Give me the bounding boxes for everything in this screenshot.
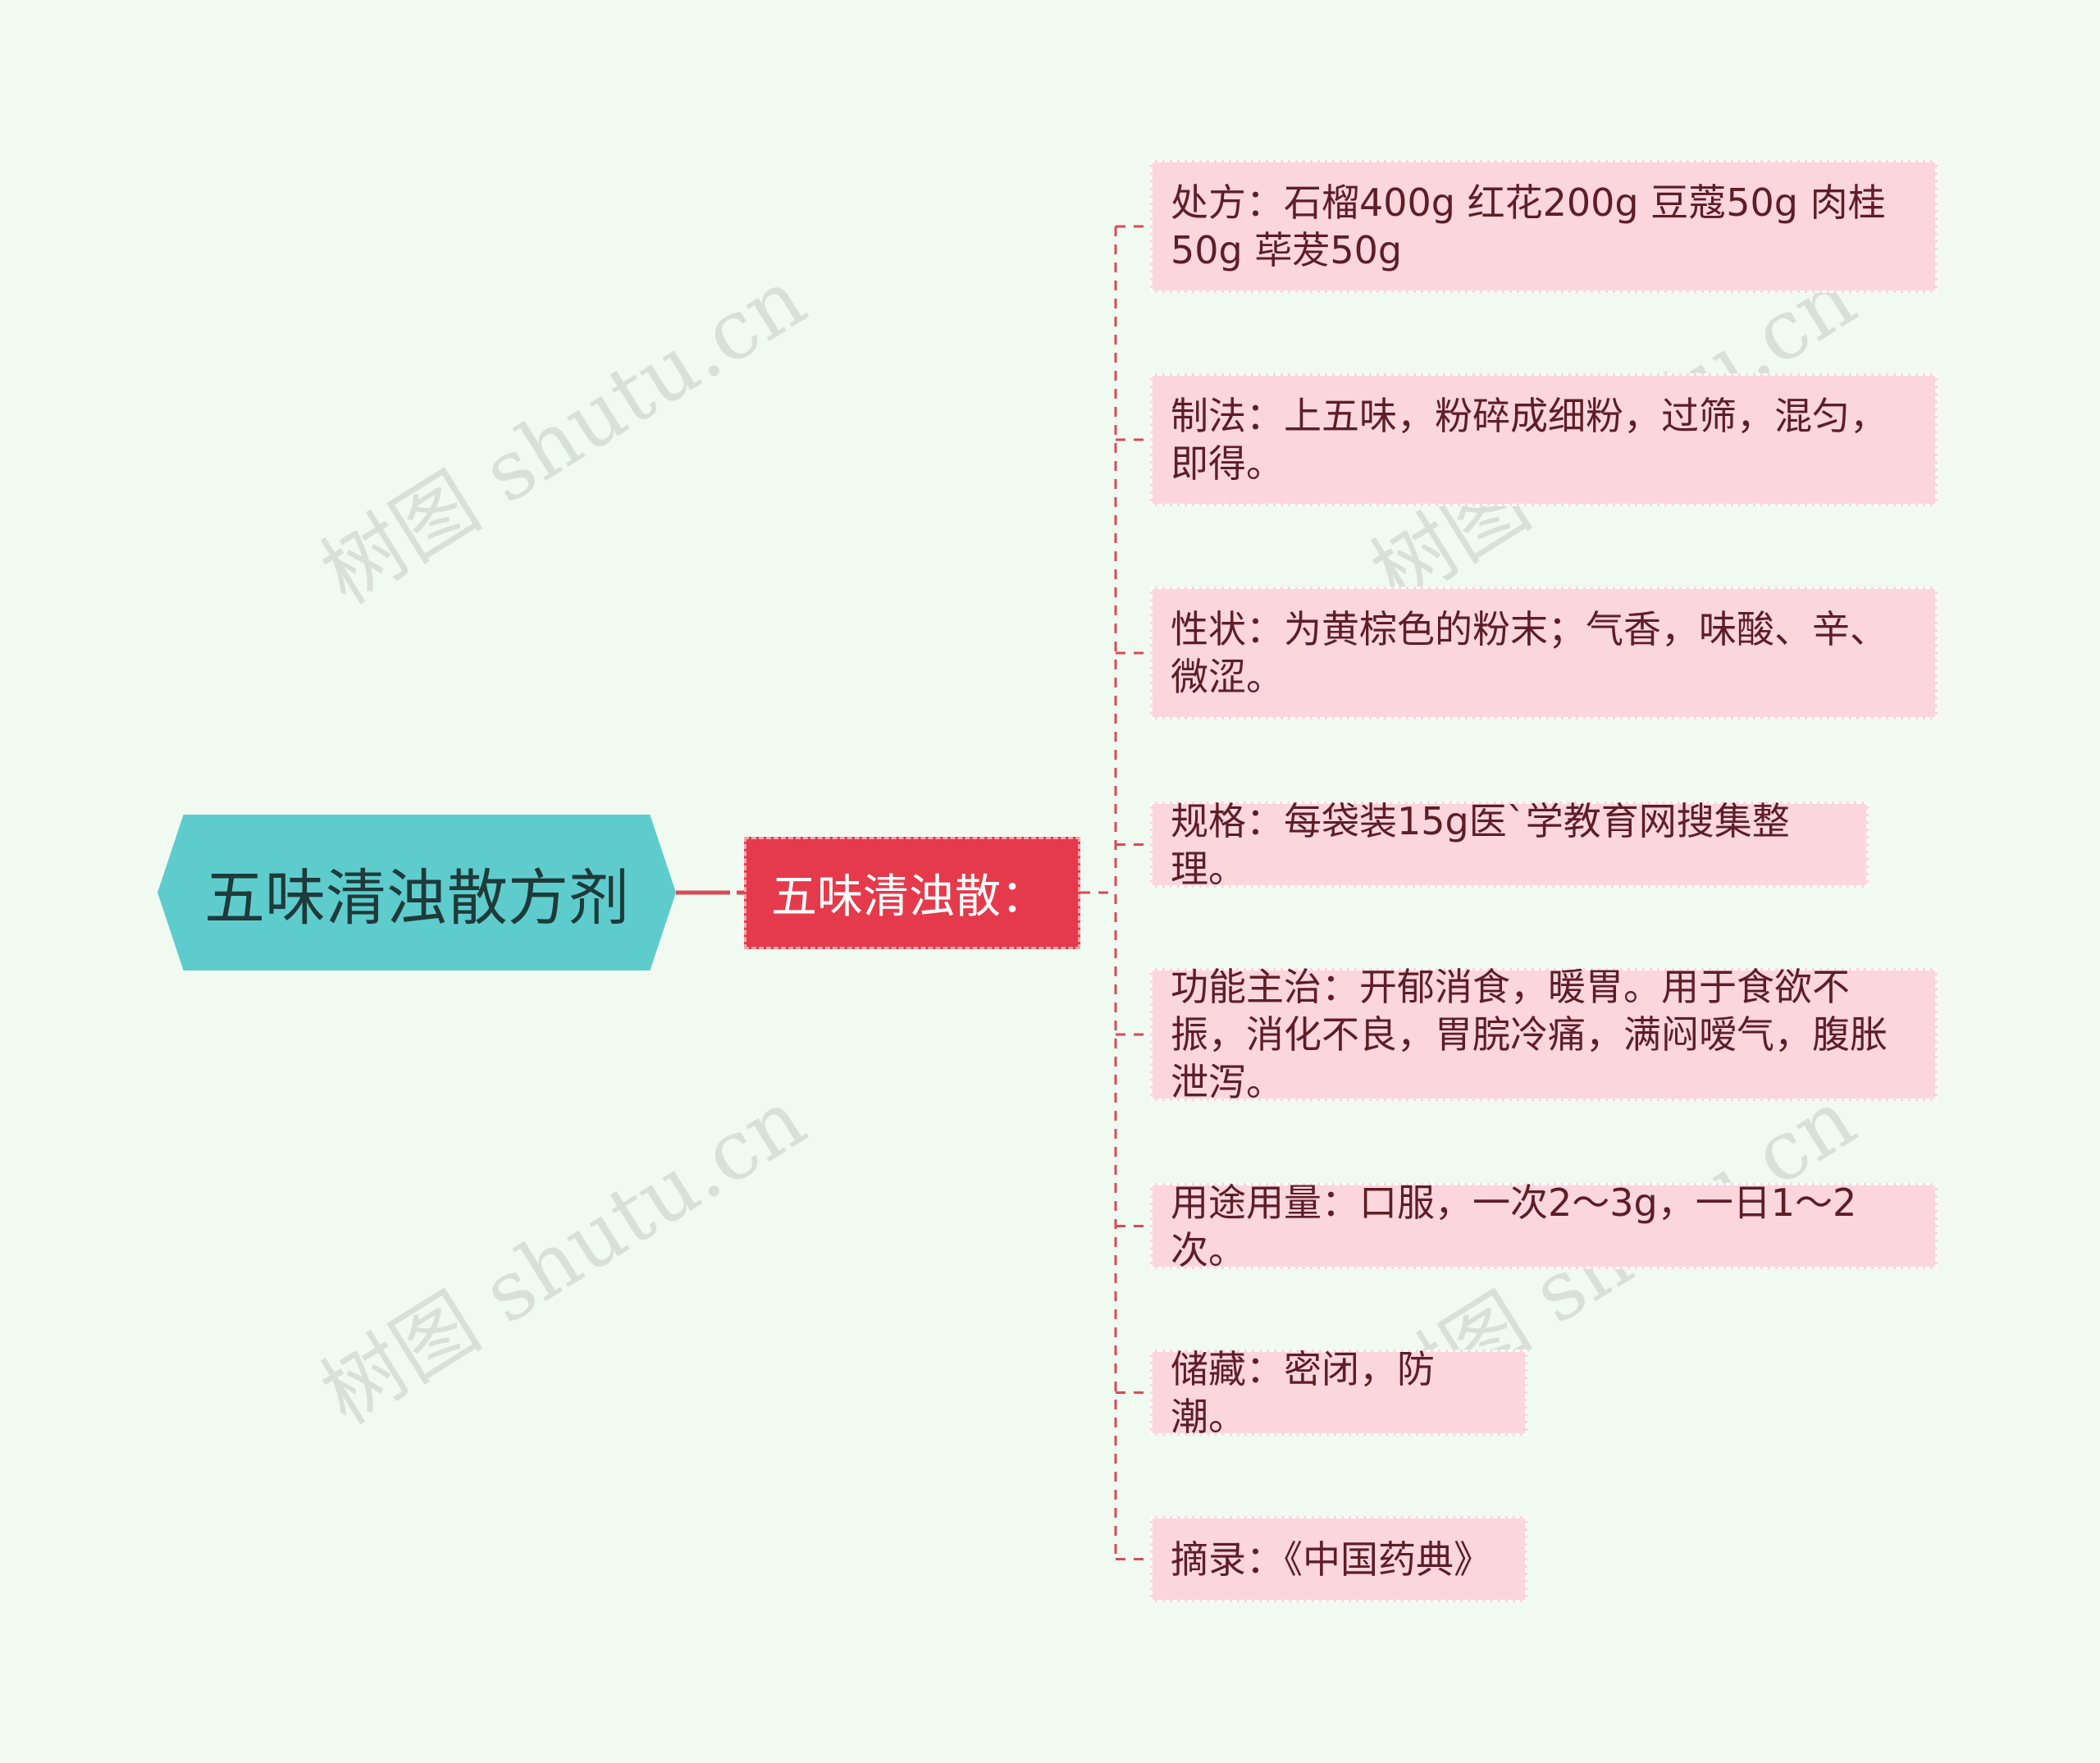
root-label: 五味清浊散方剂 [204, 862, 629, 934]
leaf-node-source[interactable]: 摘录：《中国药典》 [1150, 1516, 1527, 1602]
leaf-node-dosage[interactable]: 用途用量：口服，一次2～3g，一日1～2次。 [1150, 1181, 1938, 1272]
leaf-text: 处方：石榴400g 红花200g 豆蔻50g 肉桂50g 荜茇50g [1171, 180, 1886, 272]
leaf-text: 摘录：《中国药典》 [1171, 1537, 1491, 1582]
leaf-node-prescription[interactable]: 处方：石榴400g 红花200g 豆蔻50g 肉桂50g 荜茇50g [1150, 160, 1938, 293]
leaf-text: 功能主治：开郁消食，暖胃。用于食欲不振，消化不良，胃脘冷痛，满闷嗳气，腹胀泄泻。 [1171, 965, 1888, 1104]
leaf-node-properties[interactable]: 性状：为黄棕色的粉末；气香，味酸、辛、微涩。 [1150, 587, 1938, 719]
leaf-text: 规格：每袋装15g医`学教育网搜集整理。 [1171, 798, 1790, 891]
leaf-node-storage[interactable]: 储藏：密闭，防潮。 [1150, 1347, 1527, 1439]
root-node[interactable]: 五味清浊散方剂 [158, 815, 676, 971]
leaf-node-specification[interactable]: 规格：每袋装15g医`学教育网搜集整理。 [1150, 799, 1869, 891]
leaf-text: 制法：上五味，粉碎成细粉，过筛，混匀，即得。 [1171, 394, 1888, 486]
leaf-text: 用途用量：口服，一次2～3g，一日1～2次。 [1171, 1180, 1857, 1272]
branch-label: 五味清浊散： [771, 870, 1047, 924]
branch-node[interactable]: 五味清浊散： [744, 837, 1080, 949]
leaf-node-preparation[interactable]: 制法：上五味，粉碎成细粉，过筛，混匀，即得。 [1150, 373, 1938, 506]
leaf-text: 储藏：密闭，防潮。 [1171, 1346, 1435, 1439]
leaf-node-indications[interactable]: 功能主治：开郁消食，暖胃。用于食欲不振，消化不良，胃脘冷痛，满闷嗳气，腹胀泄泻。 [1150, 965, 1938, 1104]
leaf-text: 性状：为黄棕色的粉末；气香，味酸、辛、微涩。 [1171, 607, 1888, 699]
